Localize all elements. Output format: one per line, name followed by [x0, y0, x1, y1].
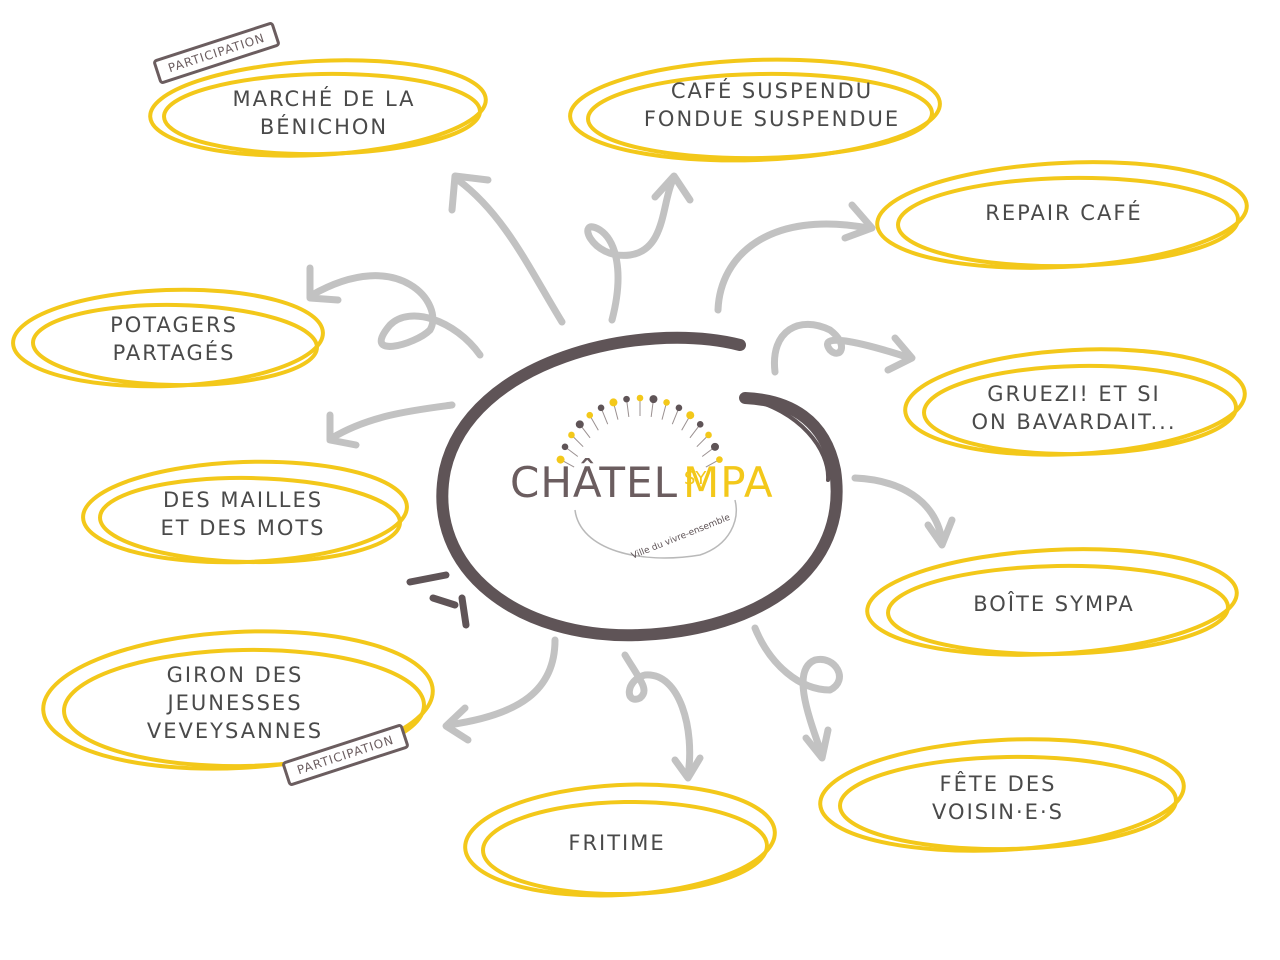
logo-dot — [561, 443, 569, 451]
node-ellipses — [11, 57, 1249, 898]
logo-dot — [586, 411, 594, 419]
arrow-to-repair — [714, 220, 872, 314]
arrow-to-cafe — [584, 178, 676, 324]
ellipse-potagers — [11, 287, 325, 389]
accent-strokes — [406, 571, 470, 629]
ellipse-repair — [875, 160, 1249, 270]
logo-dot-arc — [556, 394, 723, 468]
ellipse-gruezi — [903, 347, 1247, 457]
node-gruezi-label: GRUEZI! ET SI ON BAVARDAIT... — [971, 382, 1177, 434]
ellipse-giron — [41, 629, 435, 771]
ellipse-boite — [865, 547, 1239, 657]
arrow-to-boite — [851, 474, 946, 544]
logo-dot — [556, 455, 565, 464]
arrow-to-marche — [454, 176, 566, 326]
logo-dot — [705, 431, 712, 439]
logo-dot — [623, 395, 630, 403]
logo-dot — [710, 442, 719, 451]
logo-dot — [649, 395, 658, 404]
logo-sy: SY — [684, 468, 707, 489]
arrow-to-giron — [444, 636, 559, 729]
connector-arrows — [306, 172, 956, 782]
node-cafe-label: CAFÉ SUSPENDU FONDUE SUSPENDUE — [643, 79, 901, 131]
logo-mpa: MPA — [683, 458, 774, 507]
logo-dot — [636, 394, 644, 402]
logo-dot — [575, 420, 584, 429]
logo-dot — [663, 399, 670, 406]
node-giron-label: GIRON DES JEUNESSES VEVEYSANNES — [146, 663, 324, 743]
logo-dot — [597, 404, 605, 412]
node-potagers-label: POTAGERS PARTAGÉS — [110, 313, 238, 365]
logo-dot — [696, 421, 704, 428]
logo-chatel: CHÂTEL — [510, 458, 678, 507]
node-fritime-label: FRITIME — [568, 831, 666, 855]
logo-dot — [609, 398, 618, 407]
center-ring — [436, 331, 843, 642]
ellipse-fete — [818, 737, 1186, 853]
arrow-to-potagers — [308, 272, 484, 359]
logo-dot — [568, 431, 575, 439]
logo-swoosh — [574, 499, 737, 559]
ellipse-mailles — [81, 459, 409, 565]
arrow-to-mailles — [328, 401, 456, 442]
node-boite-label: BOÎTE SYMPA — [973, 592, 1135, 616]
ellipse-cafe — [568, 57, 942, 163]
logo-dot — [686, 411, 695, 420]
node-marche-label: MARCHÉ DE LA BÉNICHON — [232, 87, 416, 139]
node-mailles-label: DES MAILLES ET DES MOTS — [160, 488, 326, 540]
arrow-to-fete — [751, 624, 843, 759]
logo-dot — [675, 404, 683, 412]
arrow-to-fritime — [621, 651, 694, 779]
arrow-to-gruezi — [770, 320, 914, 376]
logo-dot — [716, 456, 723, 463]
node-repair-label: REPAIR CAFÉ — [985, 201, 1143, 225]
ellipse-fritime — [463, 782, 777, 898]
ellipse-marche — [148, 58, 488, 158]
node-fete-label: FÊTE DES VOISIN·E·S — [932, 772, 1064, 824]
